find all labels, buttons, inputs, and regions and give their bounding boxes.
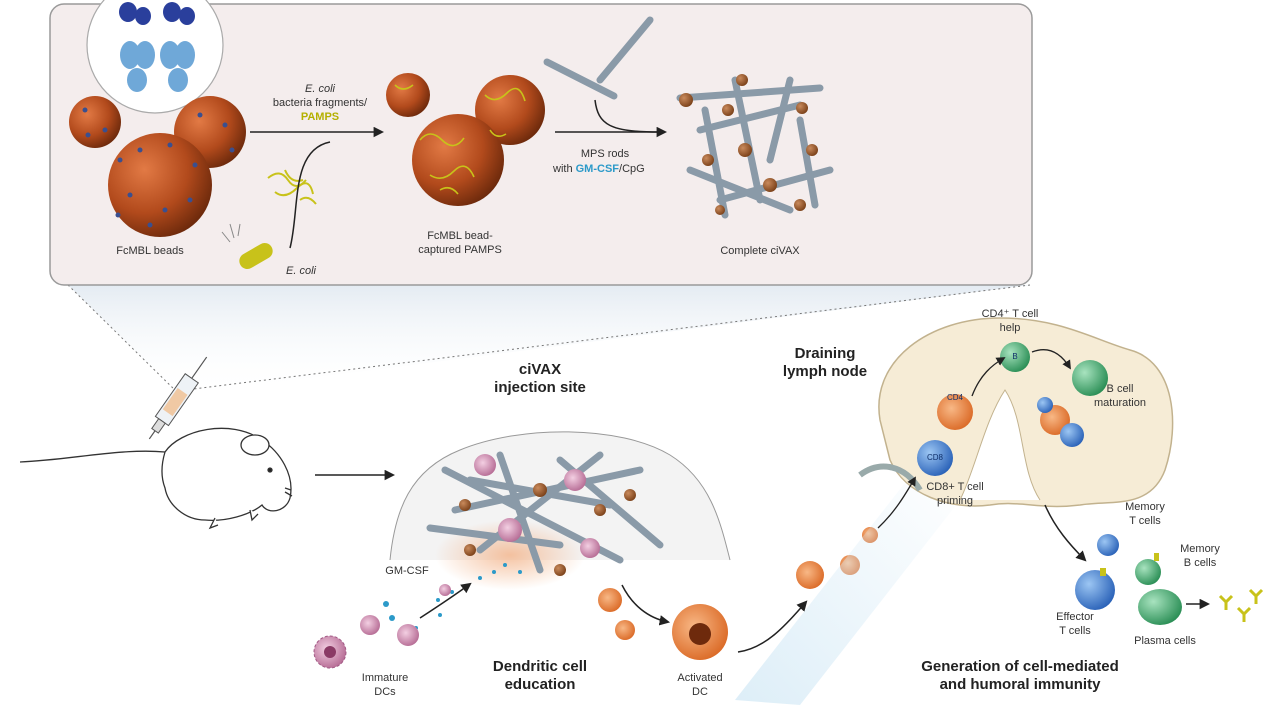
label-memory-t-1: Memory	[1125, 501, 1165, 513]
label-cd8-priming-2: priming	[936, 495, 974, 507]
arrow-dc-recruit	[419, 582, 472, 619]
label-cd4-cell: CD4	[946, 393, 963, 402]
label-b-maturation-2: maturation	[1094, 397, 1146, 409]
syringe-icon	[148, 356, 208, 440]
lymph-cells	[917, 342, 1108, 476]
arrow-into-node	[877, 476, 916, 529]
label-memory-b-2: B cells	[1183, 557, 1217, 569]
label-ecoli: E. coli	[286, 265, 316, 277]
title-generation-1: Generation of cell-mediated	[921, 658, 1119, 675]
arrow-outcomes	[1044, 504, 1087, 562]
label-b-maturation-1: B cell	[1106, 383, 1134, 395]
label-complete-civax: Complete ciVAX	[720, 245, 800, 257]
mps-rods-input	[543, 16, 654, 100]
immature-dcs	[313, 584, 451, 669]
label-memory-t-2: T cells	[1129, 515, 1161, 527]
fcmbl-beads	[69, 96, 246, 237]
gm-csf-dots	[383, 563, 522, 630]
label-cpg: /CpG	[619, 163, 645, 175]
arrow-migrate	[737, 600, 808, 653]
arrow-b-maturation	[1031, 349, 1071, 370]
pamps-fragments	[267, 169, 317, 205]
activated-dcs	[598, 527, 878, 660]
arrow-activation	[621, 584, 671, 626]
title-injection-1: ciVAX	[518, 361, 562, 378]
label-with: with	[553, 163, 573, 175]
lymph-stream	[735, 470, 960, 705]
label-activated-2: DC	[692, 686, 708, 698]
title-generation-2: and humoral immunity	[939, 676, 1101, 693]
label-activated-1: Activated	[677, 672, 723, 684]
arrow-cd4-help	[971, 357, 1006, 397]
label-bead-captured-1: FcMBL bead-	[427, 230, 493, 242]
label-immature-2: DCs	[374, 686, 396, 698]
zoom-shade	[67, 284, 1031, 396]
label-bacteria-fragments: bacteria fragments/	[272, 97, 368, 109]
label-cd4-help-1: CD4⁺ T cell	[981, 308, 1039, 320]
label-gm-csf: GM-CSF	[575, 163, 620, 175]
label-immature-1: Immature	[361, 672, 409, 684]
label-effector-1: Effector	[1056, 611, 1094, 623]
ecoli-bacterium-icon	[221, 223, 273, 269]
ecoli-arrow	[289, 141, 331, 249]
title-injection-2: injection site	[494, 379, 586, 396]
label-mps-rods: MPS rods	[580, 148, 630, 160]
title-lymph-1: Draining	[794, 345, 856, 362]
label-pamps: PAMPS	[300, 111, 340, 123]
outcome-cells	[1075, 534, 1182, 625]
antibody-zoom	[86, 0, 224, 114]
label-ecoli-fragments: E. coli	[305, 83, 335, 95]
label-fcmbl-beads: FcMBL beads	[116, 245, 184, 257]
label-gm-csf-site: GM-CSF	[385, 565, 429, 577]
label-bead-captured-2: captured PAMPS	[418, 244, 502, 256]
antibodies-icon	[1218, 588, 1264, 622]
label-mps-with: with GM-CSF/CpG	[553, 162, 673, 176]
label-cd4-help-2: help	[999, 322, 1021, 334]
bead-captured-pamps	[386, 73, 545, 206]
title-lymph-2: lymph node	[782, 363, 868, 380]
label-b-cell: B	[1012, 352, 1018, 361]
complete-civax-scaffold	[676, 74, 834, 219]
injection-site-dome	[389, 431, 731, 590]
label-memory-b-1: Memory	[1180, 543, 1220, 555]
mouse-icon	[19, 427, 293, 530]
title-education-1: Dendritic cell	[492, 658, 588, 675]
label-cd8-cell: CD8	[926, 453, 943, 462]
title-education-2: education	[504, 676, 576, 693]
label-cd8-priming-1: CD8+ T cell	[926, 481, 984, 493]
label-effector-2: T cells	[1059, 625, 1091, 637]
label-plasma: Plasma cells	[1134, 635, 1196, 647]
